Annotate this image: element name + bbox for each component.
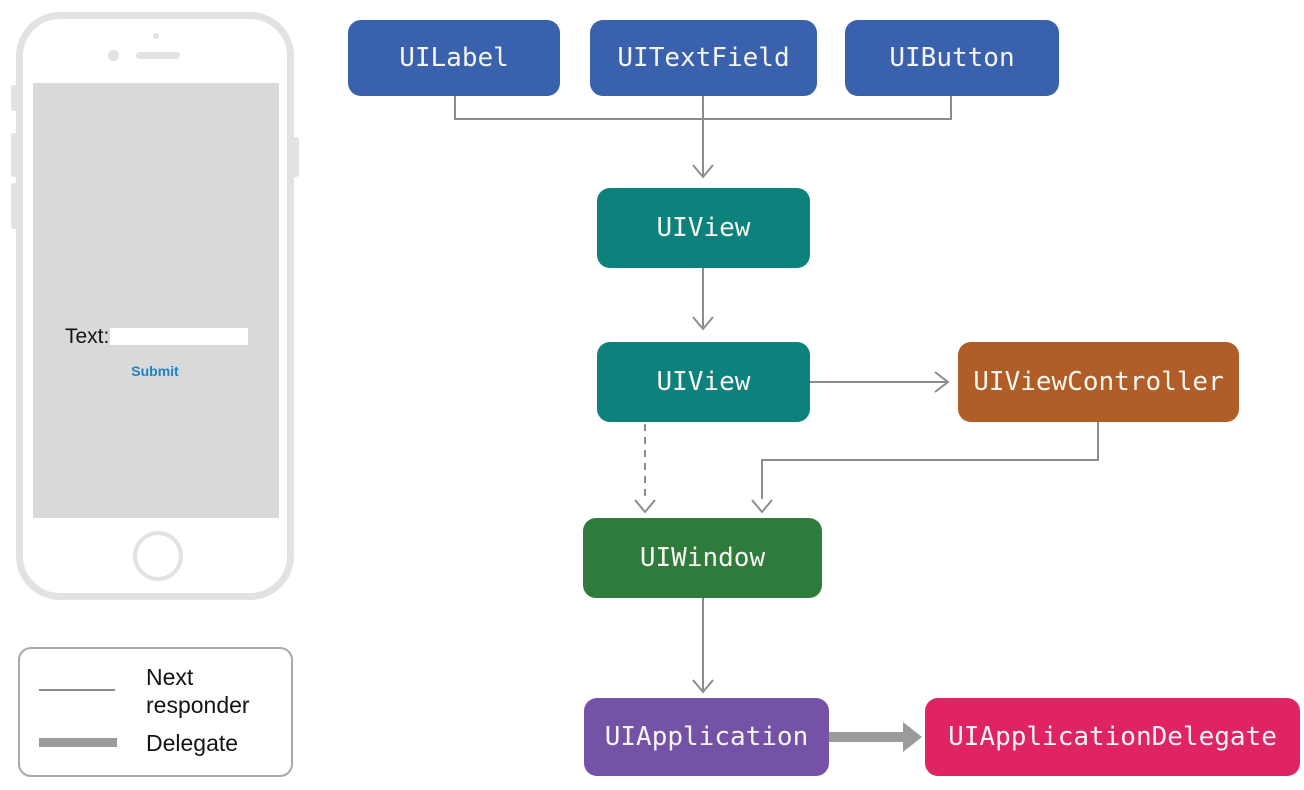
edge-head-uiview-mid xyxy=(692,316,714,331)
edge-head-uiwindow-solid xyxy=(751,499,773,514)
node-uiview-top: UIView xyxy=(597,188,810,268)
phone-text-input[interactable] xyxy=(110,328,248,345)
phone-volume-button xyxy=(11,133,18,177)
phone-volume-button xyxy=(11,85,18,111)
node-uiviewcontroller: UIViewController xyxy=(958,342,1239,422)
delegate-line-sample xyxy=(39,738,117,747)
submit-button[interactable]: Submit xyxy=(75,363,235,379)
phone-power-button xyxy=(292,137,299,177)
edge-head-uiapplication xyxy=(692,679,714,694)
node-uitextfield: UITextField xyxy=(590,20,817,96)
node-uibutton: UIButton xyxy=(845,20,1059,96)
node-uiapplicationdelegate: UIApplicationDelegate xyxy=(925,698,1300,776)
edge-head-uiviewcontroller xyxy=(934,371,950,393)
node-uiwindow: UIWindow xyxy=(583,518,822,598)
phone-speaker xyxy=(136,52,180,59)
text-label: Text: xyxy=(65,325,110,348)
phone-volume-button xyxy=(11,183,18,229)
edge-head-uiwindow-dashed xyxy=(634,499,656,514)
next-responder-line-sample xyxy=(39,689,115,691)
node-uiview-mid: UIView xyxy=(597,342,810,422)
phone-mockup: Text: Submit xyxy=(16,12,294,600)
phone-screen: Text: Submit xyxy=(33,83,279,518)
legend: Next responder Delegate xyxy=(18,647,293,777)
legend-label-next-responder: Next responder xyxy=(146,664,250,718)
legend-label-delegate: Delegate xyxy=(146,730,239,756)
edge-uiviewcontroller-uiwindow xyxy=(761,422,1099,499)
edge-head-delegate xyxy=(903,722,922,752)
phone-home-button xyxy=(133,531,183,581)
phone-sensor-dot xyxy=(153,33,159,39)
node-uiapplication: UIApplication xyxy=(584,698,829,776)
edge-head-uiview-top xyxy=(692,164,714,179)
text-field-row: Text: xyxy=(33,325,279,348)
node-uilabel: UILabel xyxy=(348,20,560,96)
phone-camera-icon xyxy=(108,50,119,61)
